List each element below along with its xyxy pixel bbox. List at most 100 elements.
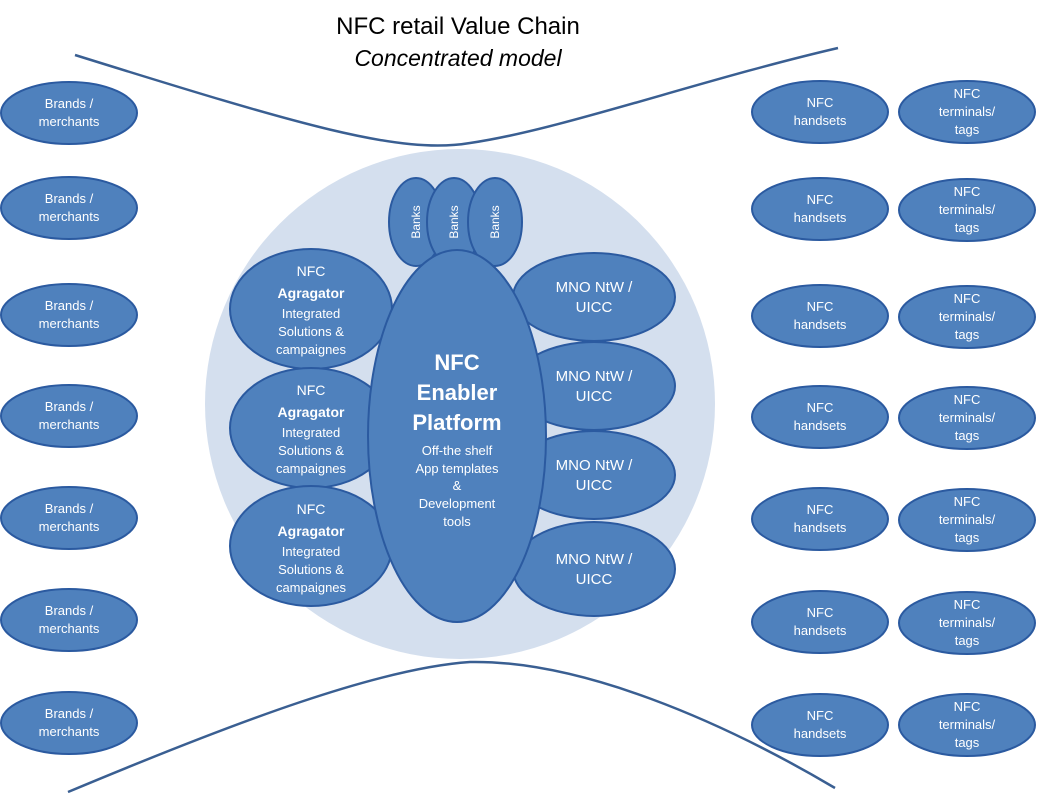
svg-text:terminals/: terminals/ (939, 615, 996, 630)
svg-text:Brands /: Brands / (45, 96, 94, 111)
svg-text:campaignes: campaignes (276, 580, 347, 595)
svg-text:Solutions &: Solutions & (278, 443, 344, 458)
terminal-node[interactable]: NFC terminals/ tags (898, 591, 1036, 655)
svg-text:NFC: NFC (807, 605, 834, 620)
svg-text:NFC: NFC (954, 392, 981, 407)
svg-text:NFC: NFC (297, 501, 326, 517)
handset-node[interactable]: NFC handsets (751, 177, 889, 241)
handsets-column: NFC handsets NFC handsets NFC handsets N… (751, 80, 889, 757)
terminals-column: NFC terminals/ tags NFC terminals/ tags … (898, 80, 1036, 757)
svg-text:NFC: NFC (954, 291, 981, 306)
handset-node[interactable]: NFC handsets (751, 590, 889, 654)
svg-text:Enabler: Enabler (417, 380, 498, 405)
terminal-node[interactable]: NFC terminals/ tags (898, 386, 1036, 450)
brands-node[interactable]: Brands / merchants (0, 691, 138, 755)
terminal-node[interactable]: NFC terminals/ tags (898, 285, 1036, 349)
svg-text:NFC: NFC (954, 699, 981, 714)
svg-text:Solutions &: Solutions & (278, 324, 344, 339)
handset-node[interactable]: NFC handsets (751, 487, 889, 551)
terminal-node[interactable]: NFC terminals/ tags (898, 178, 1036, 242)
svg-text:NFC: NFC (807, 299, 834, 314)
diagram-title: NFC retail Value Chain (336, 13, 580, 40)
bank-node[interactable]: Banks (467, 177, 523, 267)
svg-text:Agragator: Agragator (278, 285, 345, 301)
svg-text:Solutions &: Solutions & (278, 562, 344, 577)
svg-text:Off-the shelf: Off-the shelf (422, 443, 493, 458)
terminal-node[interactable]: NFC terminals/ tags (898, 693, 1036, 757)
svg-text:tags: tags (955, 220, 980, 235)
svg-text:Brands /: Brands / (45, 706, 94, 721)
svg-text:handsets: handsets (794, 317, 847, 332)
svg-text:Brands /: Brands / (45, 501, 94, 516)
svg-text:merchants: merchants (39, 417, 100, 432)
svg-text:Banks: Banks (488, 205, 502, 238)
bottom-curve (67, 660, 836, 794)
svg-text:terminals/: terminals/ (939, 202, 996, 217)
svg-text:Agragator: Agragator (278, 523, 345, 539)
svg-text:Agragator: Agragator (278, 404, 345, 420)
aggregator-node[interactable]: NFC Agragator Integrated Solutions & cam… (229, 248, 393, 370)
brands-node[interactable]: Brands / merchants (0, 283, 138, 347)
handset-node[interactable]: NFC handsets (751, 80, 889, 144)
terminal-node[interactable]: NFC terminals/ tags (898, 80, 1036, 144)
brands-node[interactable]: Brands / merchants (0, 384, 138, 448)
svg-text:UICC: UICC (576, 571, 613, 588)
svg-text:tags: tags (955, 633, 980, 648)
brands-node[interactable]: Brands / merchants (0, 486, 138, 550)
svg-text:NFC: NFC (807, 400, 834, 415)
handset-node[interactable]: NFC handsets (751, 693, 889, 757)
svg-text:tags: tags (955, 428, 980, 443)
banks-group: Banks Banks Banks (388, 177, 523, 267)
svg-text:NFC: NFC (954, 597, 981, 612)
mno-node[interactable]: MNO NtW / UICC (512, 521, 676, 617)
svg-text:UICC: UICC (576, 299, 613, 316)
mno-node[interactable]: MNO NtW / UICC (512, 341, 676, 431)
brands-node[interactable]: Brands / merchants (0, 176, 138, 240)
svg-text:Integrated: Integrated (282, 306, 341, 321)
svg-text:Brands /: Brands / (45, 298, 94, 313)
svg-text:Brands /: Brands / (45, 191, 94, 206)
svg-text:NFC: NFC (807, 502, 834, 517)
svg-text:merchants: merchants (39, 724, 100, 739)
mno-node[interactable]: MNO NtW / UICC (512, 430, 676, 520)
svg-text:handsets: handsets (794, 726, 847, 741)
svg-text:tags: tags (955, 735, 980, 750)
aggregator-node[interactable]: NFC Agragator Integrated Solutions & cam… (229, 485, 393, 607)
handset-node[interactable]: NFC handsets (751, 284, 889, 348)
brands-node[interactable]: Brands / merchants (0, 588, 138, 652)
svg-text:NFC: NFC (954, 494, 981, 509)
svg-text:Banks: Banks (409, 205, 423, 238)
mno-group: MNO NtW / UICC MNO NtW / UICC MNO NtW / … (512, 252, 676, 617)
svg-text:handsets: handsets (794, 520, 847, 535)
svg-text:MNO NtW /: MNO NtW / (556, 551, 633, 568)
svg-text:MNO NtW /: MNO NtW / (556, 279, 633, 296)
svg-text:merchants: merchants (39, 114, 100, 129)
svg-text:&: & (453, 478, 462, 493)
svg-text:NFC: NFC (954, 86, 981, 101)
svg-text:terminals/: terminals/ (939, 309, 996, 324)
svg-text:terminals/: terminals/ (939, 512, 996, 527)
svg-text:Development: Development (419, 496, 496, 511)
terminal-node[interactable]: NFC terminals/ tags (898, 488, 1036, 552)
svg-text:campaignes: campaignes (276, 342, 347, 357)
mno-node[interactable]: MNO NtW / UICC (512, 252, 676, 342)
svg-text:handsets: handsets (794, 418, 847, 433)
handset-node[interactable]: NFC handsets (751, 385, 889, 449)
svg-text:Integrated: Integrated (282, 544, 341, 559)
svg-text:handsets: handsets (794, 623, 847, 638)
nfc-enabler-platform[interactable]: NFC Enabler Platform Off-the shelf App t… (367, 249, 547, 623)
aggregator-node[interactable]: NFC Agragator Integrated Solutions & cam… (229, 367, 393, 489)
svg-text:MNO NtW /: MNO NtW / (556, 368, 633, 385)
top-curve (74, 46, 839, 147)
svg-text:terminals/: terminals/ (939, 717, 996, 732)
brands-node[interactable]: Brands / merchants (0, 81, 138, 145)
svg-text:Brands /: Brands / (45, 399, 94, 414)
aggregators-group: NFC Agragator Integrated Solutions & cam… (229, 248, 393, 607)
svg-text:UICC: UICC (576, 477, 613, 494)
svg-text:tags: tags (955, 530, 980, 545)
svg-text:handsets: handsets (794, 210, 847, 225)
svg-text:NFC: NFC (954, 184, 981, 199)
svg-text:tools: tools (443, 514, 471, 529)
svg-text:Banks: Banks (447, 205, 461, 238)
svg-text:terminals/: terminals/ (939, 410, 996, 425)
